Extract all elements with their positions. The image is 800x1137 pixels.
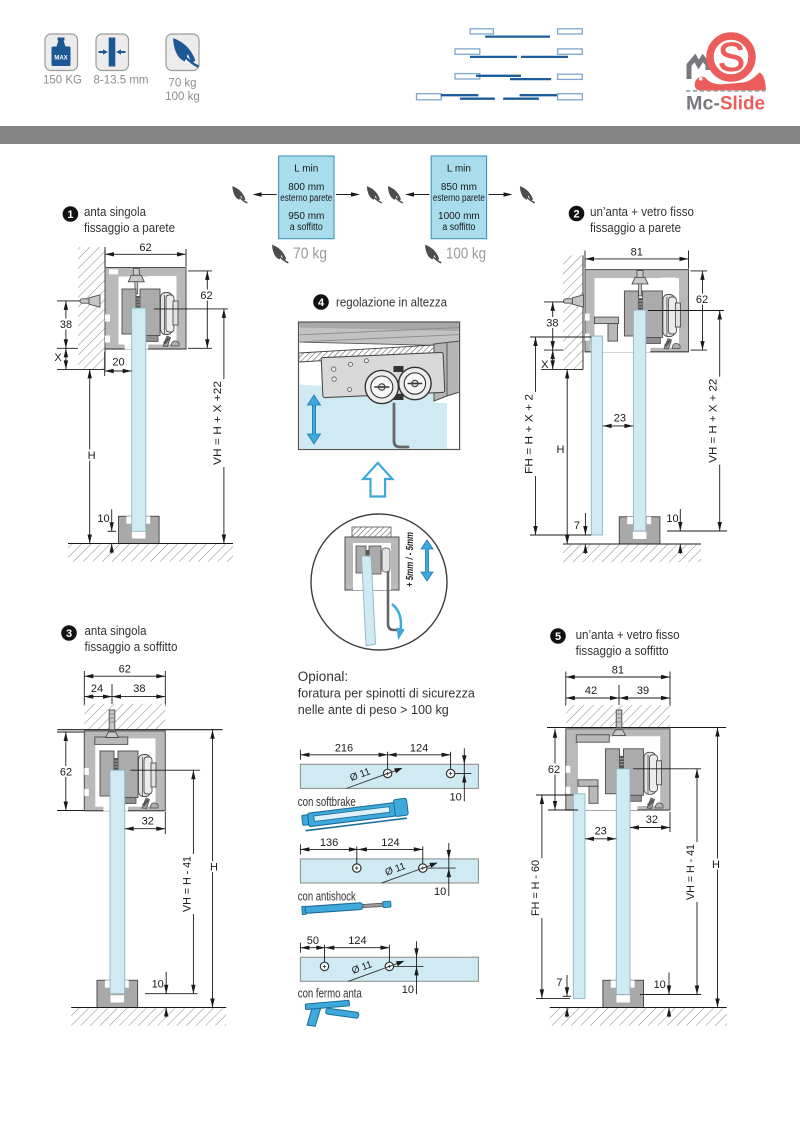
svg-text:nelle ante di peso > 100 kg: nelle ante di peso > 100 kg xyxy=(298,703,449,717)
svg-text:un’anta + vetro fisso: un’anta + vetro fisso xyxy=(590,205,694,219)
svg-text:950 mm: 950 mm xyxy=(288,211,324,222)
svg-text:70 kg: 70 kg xyxy=(168,78,196,90)
svg-text:5: 5 xyxy=(555,631,561,643)
svg-text:62: 62 xyxy=(139,242,151,254)
svg-text:Opional:: Opional: xyxy=(298,669,348,684)
svg-text:fissaggio a parete: fissaggio a parete xyxy=(590,221,681,235)
svg-text:H: H xyxy=(88,450,96,462)
svg-text:124: 124 xyxy=(381,837,399,849)
svg-text:regolazione in altezza: regolazione in altezza xyxy=(336,296,447,310)
svg-text:24: 24 xyxy=(91,683,103,695)
svg-text:Slide: Slide xyxy=(720,94,765,115)
svg-text:2: 2 xyxy=(573,209,579,221)
svg-text:FH = H - 60: FH = H - 60 xyxy=(530,860,542,916)
svg-text:62: 62 xyxy=(119,664,131,676)
svg-text:23: 23 xyxy=(614,413,626,425)
svg-text:7: 7 xyxy=(556,977,562,989)
svg-text:23: 23 xyxy=(595,825,607,837)
svg-text:10: 10 xyxy=(434,886,446,898)
svg-text:X: X xyxy=(541,359,549,371)
svg-text:100 kg: 100 kg xyxy=(165,91,200,103)
svg-text:VH = H - 41: VH = H - 41 xyxy=(685,844,697,900)
svg-text:62: 62 xyxy=(696,294,708,306)
svg-text:800 mm: 800 mm xyxy=(288,182,324,193)
svg-text:fissaggio a soffitto: fissaggio a soffitto xyxy=(85,640,178,654)
svg-text:esterno parete: esterno parete xyxy=(433,193,485,204)
svg-text:con antishock: con antishock xyxy=(298,890,357,904)
svg-text:1000 mm: 1000 mm xyxy=(438,211,480,222)
svg-text:4: 4 xyxy=(318,297,325,309)
svg-text:X: X xyxy=(54,352,62,364)
svg-text:VH = H + X +22: VH = H + X +22 xyxy=(212,381,224,465)
svg-text:fissaggio a soffitto: fissaggio a soffitto xyxy=(576,644,669,658)
svg-text:124: 124 xyxy=(410,742,428,754)
svg-text:foratura per spinotti di sicur: foratura per spinotti di sicurezza xyxy=(298,687,475,701)
svg-text:Mc-: Mc- xyxy=(686,94,720,115)
svg-text:L min: L min xyxy=(447,164,471,175)
svg-text:124: 124 xyxy=(348,935,366,947)
svg-text:3: 3 xyxy=(66,628,72,640)
svg-text:42: 42 xyxy=(585,685,597,697)
svg-text:10: 10 xyxy=(97,513,109,525)
svg-text:850 mm: 850 mm xyxy=(441,182,477,193)
svg-text:62: 62 xyxy=(60,766,72,778)
svg-text:8-13.5 mm: 8-13.5 mm xyxy=(94,75,149,87)
svg-text:con softbrake: con softbrake xyxy=(298,795,356,809)
svg-text:38: 38 xyxy=(60,319,72,331)
svg-text:50: 50 xyxy=(307,935,319,947)
svg-text:+ 5mm / - 5mm: + 5mm / - 5mm xyxy=(405,532,416,587)
svg-text:20: 20 xyxy=(112,357,124,369)
svg-text:fissaggio a parete: fissaggio a parete xyxy=(84,221,175,235)
svg-text:81: 81 xyxy=(631,246,643,258)
svg-text:anta singola: anta singola xyxy=(84,205,146,219)
svg-text:216: 216 xyxy=(335,742,353,754)
svg-text:S: S xyxy=(718,36,745,80)
svg-text:150 KG: 150 KG xyxy=(43,75,82,87)
svg-text:62: 62 xyxy=(548,764,560,776)
svg-text:FH = H + X + 2: FH = H + X + 2 xyxy=(524,394,536,474)
svg-text:32: 32 xyxy=(646,814,658,826)
svg-text:a soffitto: a soffitto xyxy=(442,222,475,233)
svg-text:32: 32 xyxy=(142,816,154,828)
svg-text:VH = H + X + 22: VH = H + X + 22 xyxy=(708,379,720,463)
svg-text:38: 38 xyxy=(133,683,145,695)
svg-text:10: 10 xyxy=(666,513,678,525)
svg-text:100 kg: 100 kg xyxy=(446,246,486,263)
svg-text:con fermo anta: con fermo anta xyxy=(298,987,362,1001)
svg-text:H: H xyxy=(712,859,720,871)
svg-text:1: 1 xyxy=(67,209,73,221)
svg-text:81: 81 xyxy=(612,665,624,677)
svg-text:un’anta + vetro fisso: un’anta + vetro fisso xyxy=(576,628,680,642)
svg-text:7: 7 xyxy=(574,520,580,532)
svg-text:10: 10 xyxy=(654,979,666,991)
svg-text:10: 10 xyxy=(152,979,164,991)
svg-text:anta singola: anta singola xyxy=(85,624,147,638)
svg-text:38: 38 xyxy=(546,317,558,329)
svg-text:10: 10 xyxy=(402,984,414,996)
svg-text:62: 62 xyxy=(200,290,212,302)
svg-text:136: 136 xyxy=(320,837,338,849)
svg-text:L min: L min xyxy=(294,164,318,175)
svg-text:H: H xyxy=(557,444,565,456)
svg-text:a soffitto: a soffitto xyxy=(290,222,323,233)
svg-text:10: 10 xyxy=(450,791,462,803)
svg-text:39: 39 xyxy=(637,685,649,697)
svg-text:70 kg: 70 kg xyxy=(293,246,327,263)
svg-text:esterno parete: esterno parete xyxy=(280,193,332,204)
svg-text:MAX: MAX xyxy=(54,56,67,62)
svg-text:VH = H - 41: VH = H - 41 xyxy=(181,856,193,912)
svg-text:H: H xyxy=(210,861,218,873)
